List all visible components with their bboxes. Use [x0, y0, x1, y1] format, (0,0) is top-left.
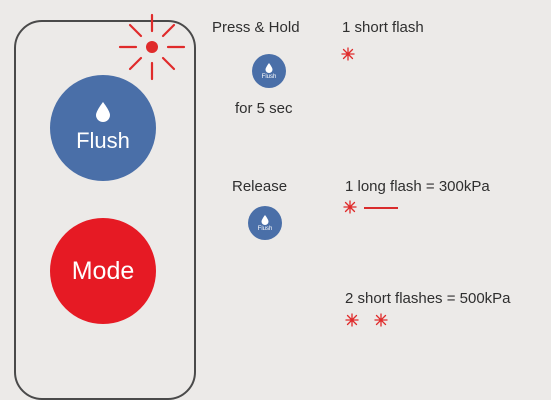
flush-button[interactable]: Flush	[50, 75, 156, 181]
short-flash-icon	[345, 313, 359, 327]
short-flash-icon	[341, 47, 355, 61]
water-drop-icon	[265, 62, 273, 73]
flush-button-label: Flush	[76, 128, 130, 153]
step2-action: Release	[232, 178, 288, 195]
long-flash-line	[364, 207, 398, 209]
water-drop-icon	[261, 214, 269, 225]
water-drop-icon	[96, 102, 110, 122]
step2-result: 1 long flash = 300kPa	[345, 178, 490, 195]
step2-flush-icon: Flush	[248, 206, 282, 240]
mode-button-label: Mode	[71, 256, 135, 285]
short-flash-icon	[374, 313, 388, 327]
step1-result: 1 short flash	[342, 19, 424, 36]
step1-duration: for 5 sec	[235, 100, 293, 117]
step1-flush-icon: Flush	[252, 54, 286, 88]
step3-result: 2 short flashes = 500kPa	[345, 290, 511, 307]
step1-action: Press & Hold	[212, 19, 300, 36]
long-flash-icon	[343, 200, 357, 214]
mode-button[interactable]: Mode	[50, 218, 156, 324]
flash-indicator-icon	[118, 13, 186, 81]
